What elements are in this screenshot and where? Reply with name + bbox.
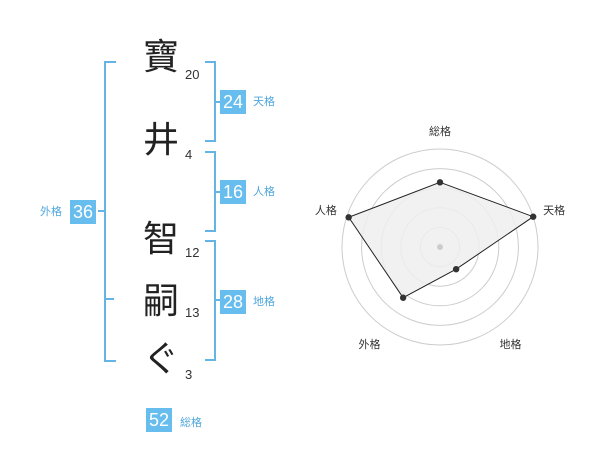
radar-data-polygon (347, 181, 535, 299)
jinkaku-badge: 16 (220, 180, 247, 204)
soukaku-label: 総格 (180, 416, 202, 429)
stroke-count-3: 12 (185, 245, 200, 260)
chikaku-connector (214, 299, 220, 301)
radar-point-2 (530, 213, 537, 220)
radar-data-points (345, 179, 537, 301)
radar-point-4 (399, 294, 407, 301)
gaikaku-label: 外格 (40, 205, 62, 218)
gaikaku-connector-outer (98, 210, 104, 212)
radar-axis-label-3: 地格 (500, 337, 522, 351)
soukaku-badge: 52 (146, 408, 173, 432)
tenkaku-connector (214, 101, 220, 103)
chikaku-badge: 28 (220, 290, 247, 314)
radar-point-5 (345, 214, 352, 221)
tenkaku-label: 天格 (253, 95, 275, 108)
gaikaku-badge: 36 (70, 200, 97, 224)
name-char-4: 嗣 (142, 281, 179, 322)
radar-axis-label-4: 外格 (359, 337, 381, 351)
jinkaku-connector (214, 191, 220, 193)
stroke-count-2: 4 (185, 147, 193, 162)
stroke-count-5: 3 (185, 367, 193, 382)
radar-ring (361, 168, 519, 326)
name-char-5: ぐ (142, 339, 179, 380)
radar-axis-label-5: 人格 (315, 203, 337, 217)
radar-axis-label-2: 天格 (543, 203, 565, 217)
radar-point-3 (452, 265, 460, 273)
name-char-3: 智 (142, 219, 179, 260)
stroke-count-1: 20 (185, 67, 200, 82)
gaikaku-bracket (104, 61, 116, 362)
name-char-2: 井 (142, 120, 179, 161)
tenkaku-badge: 24 (220, 90, 247, 114)
radar-axis-label-1: 総格 (429, 124, 451, 138)
stroke-count-4: 13 (185, 305, 200, 320)
radar-center-dot (437, 244, 443, 250)
jinkaku-label: 人格 (253, 185, 275, 198)
name-char-1: 寶 (142, 37, 179, 78)
radar-point-1 (436, 179, 444, 186)
chikaku-label: 地格 (253, 295, 275, 308)
gaikaku-connector-inner (104, 298, 114, 300)
radar-ring (341, 148, 539, 346)
